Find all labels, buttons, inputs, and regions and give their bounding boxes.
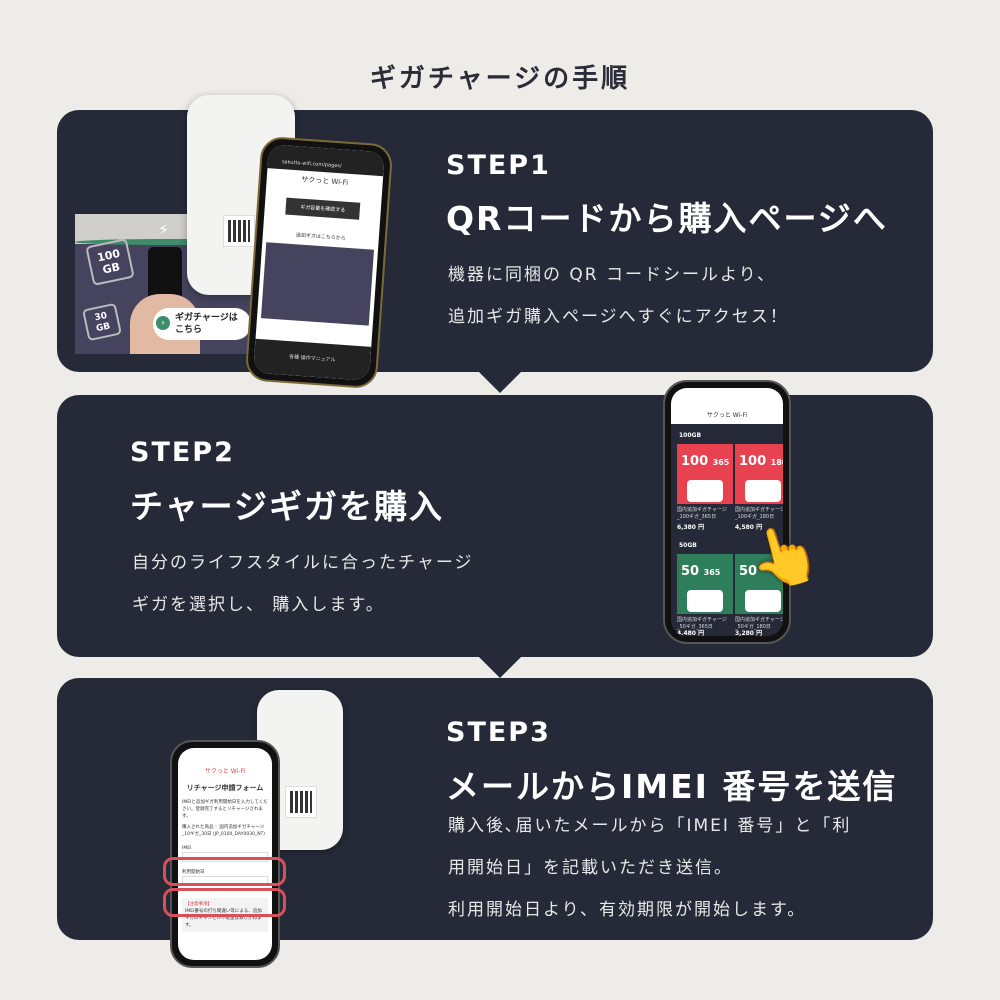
manual-link[interactable]: 各種 操作マニュアル — [253, 338, 372, 381]
step-label: STEP2 — [130, 437, 235, 468]
product-price: 6,380 円 — [677, 524, 705, 531]
url-bar[interactable]: sakutto-wifi.com/pages/ — [267, 144, 385, 177]
lightning-icon: ⚡ — [158, 220, 170, 239]
product-card[interactable]: 50 365 — [677, 554, 733, 614]
brand-logo: サクっと Wi-Fi — [204, 768, 246, 775]
iphone: サクっと Wi-Fi 100GB 100 365 100 180 国内追加ギガチ… — [663, 380, 791, 644]
extra-giga-link[interactable]: 追加ギガはこちらから — [295, 232, 346, 242]
step-heading: チャージギガを購入 — [130, 487, 445, 526]
product-card[interactable]: 50 — [735, 554, 783, 614]
product-info: 購入された商品 ：国内追加ギガチャージ_10ギガ_30日 (JP_0100_DA… — [182, 825, 266, 837]
form-intro: IMEIと追加ギガ利用開始日を入力してください。登録完了するとリチャージされます… — [182, 800, 268, 819]
step-description: 機器に同梱の QR コードシールより、 — [448, 265, 776, 285]
step-label: STEP3 — [446, 717, 551, 748]
step-description: 自分のライフスタイルに合ったチャージ — [132, 553, 474, 573]
section-50gb: 50GB — [679, 542, 697, 549]
gb-unit: GB — [101, 260, 122, 277]
iphone: サクっと Wi-Fi リチャージ申請フォーム IMEIと追加ギガ利用開始日を入力… — [170, 740, 280, 968]
step-arrow — [478, 656, 522, 678]
gb-unit: GB — [95, 321, 112, 335]
cta-text: こちら — [175, 325, 203, 335]
chevron-right-icon: › — [156, 316, 170, 330]
notice-text: IMEI番号の打ち間違い等による、追加ギガのキャンセルや返金は致しかねます。 — [185, 909, 262, 928]
step-description: 購入後､届いたメールから「IMEI 番号」と「利 — [448, 816, 852, 836]
step-heading: メールからIMEI 番号を送信 — [446, 767, 898, 806]
product-name: 国内追加ギガチャージ_50ギガ_365日 — [677, 617, 727, 630]
product-name: 国内追加ギガチャージ_100ギガ_180日 — [735, 507, 783, 520]
page-title: ギガチャージの手順 — [369, 64, 631, 94]
notice-title: 【注意事項】 — [185, 902, 212, 907]
step-heading: QRコードから購入ページへ — [446, 199, 888, 238]
step-description: 利用開始日より、有効期限が開始します。 — [448, 900, 807, 920]
qr-code — [223, 215, 255, 247]
cta-text: ギガチャージは — [175, 313, 238, 323]
step-description: 追加ギガ購入ページへすぐにアクセス！ — [448, 307, 789, 327]
brand-logo: サクっと Wi-Fi — [671, 388, 783, 424]
step-description: ギガを選択し、 購入します。 — [132, 595, 385, 615]
giga-charge-cta[interactable]: › ギガチャージはこちら — [153, 308, 251, 340]
date-highlight — [163, 888, 286, 917]
step-label: STEP1 — [446, 150, 551, 181]
product-price: 3,280 円 — [735, 630, 763, 636]
product-card[interactable]: 100 180 — [735, 444, 783, 504]
product-name: 国内追加ギガチャージ_50ギガ_180日 — [735, 617, 783, 630]
qr-code — [285, 786, 317, 818]
android-phone: sakutto-wifi.com/pages/ サクっと Wi-Fi ギガ容量を… — [244, 135, 394, 390]
imei-label: IMEI — [182, 846, 192, 851]
start-date-label: 利用開始日 — [182, 870, 205, 875]
imei-highlight — [163, 857, 286, 886]
product-card[interactable]: 100 365 — [677, 444, 733, 504]
product-price: 4,580 円 — [735, 524, 763, 531]
product-price: 4,480 円 — [677, 630, 705, 636]
form-title: リチャージ申請フォーム — [186, 784, 264, 792]
check-capacity-button[interactable]: ギガ容量を確認する — [285, 197, 361, 220]
step-description: 用開始日」を記載いただき送信。 — [448, 858, 733, 878]
section-100gb: 100GB — [679, 432, 702, 439]
product-name: 国内追加ギガチャージ_100ギガ_365日 — [677, 507, 727, 520]
step-arrow — [478, 371, 522, 393]
